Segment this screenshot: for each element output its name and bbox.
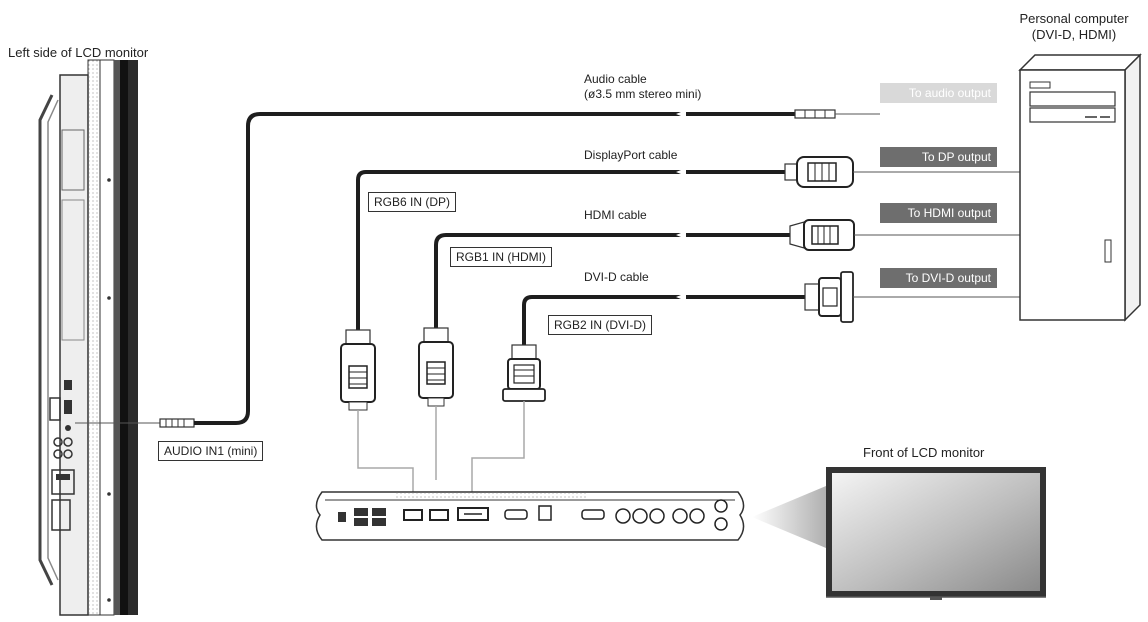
hdmi-cable-label: HDMI cable: [584, 208, 647, 222]
dvi-input-port-label: RGB2 IN (DVI-D): [548, 315, 653, 335]
dp-output-tag: To DP output: [880, 147, 997, 167]
displayport-cable-label: DisplayPort cable: [584, 148, 678, 162]
computer-subheading: (DVI-D, HDMI): [1031, 27, 1117, 42]
audio-output-tag: To audio output: [880, 83, 997, 103]
computer-heading: Personal computer: [1019, 11, 1129, 26]
view-beam: [752, 486, 826, 548]
monitor-left-side: [38, 59, 138, 616]
audio-cable-label: Audio cable: [584, 72, 647, 86]
dp-input-port-label: RGB6 IN (DP): [368, 192, 457, 212]
front-heading: Front of LCD monitor: [863, 445, 985, 460]
input-terminal-panel: [315, 490, 745, 541]
hdmi-input-port-label: RGB1 IN (HDMI): [450, 247, 552, 267]
displayport-cable: [340, 156, 1025, 411]
hdmi-output-tag: To HDMI output: [880, 203, 997, 223]
monitor-front: [826, 467, 1046, 600]
dvi-d-cable: [502, 271, 1025, 402]
left-side-heading: Left side of LCD monitor: [8, 45, 149, 60]
audio-cable-sublabel: (ø3.5 mm stereo mini): [584, 87, 702, 101]
audio-input-port-label: AUDIO IN1 (mini): [158, 441, 264, 461]
dvi-d-output-tag: To DVI-D output: [880, 268, 997, 288]
dvi-d-cable-label: DVI-D cable: [584, 270, 649, 284]
hdmi-cable: [418, 219, 1025, 407]
audio-cable: [75, 109, 880, 428]
personal-computer: [1018, 53, 1142, 322]
panel-link-lines: [357, 401, 525, 506]
